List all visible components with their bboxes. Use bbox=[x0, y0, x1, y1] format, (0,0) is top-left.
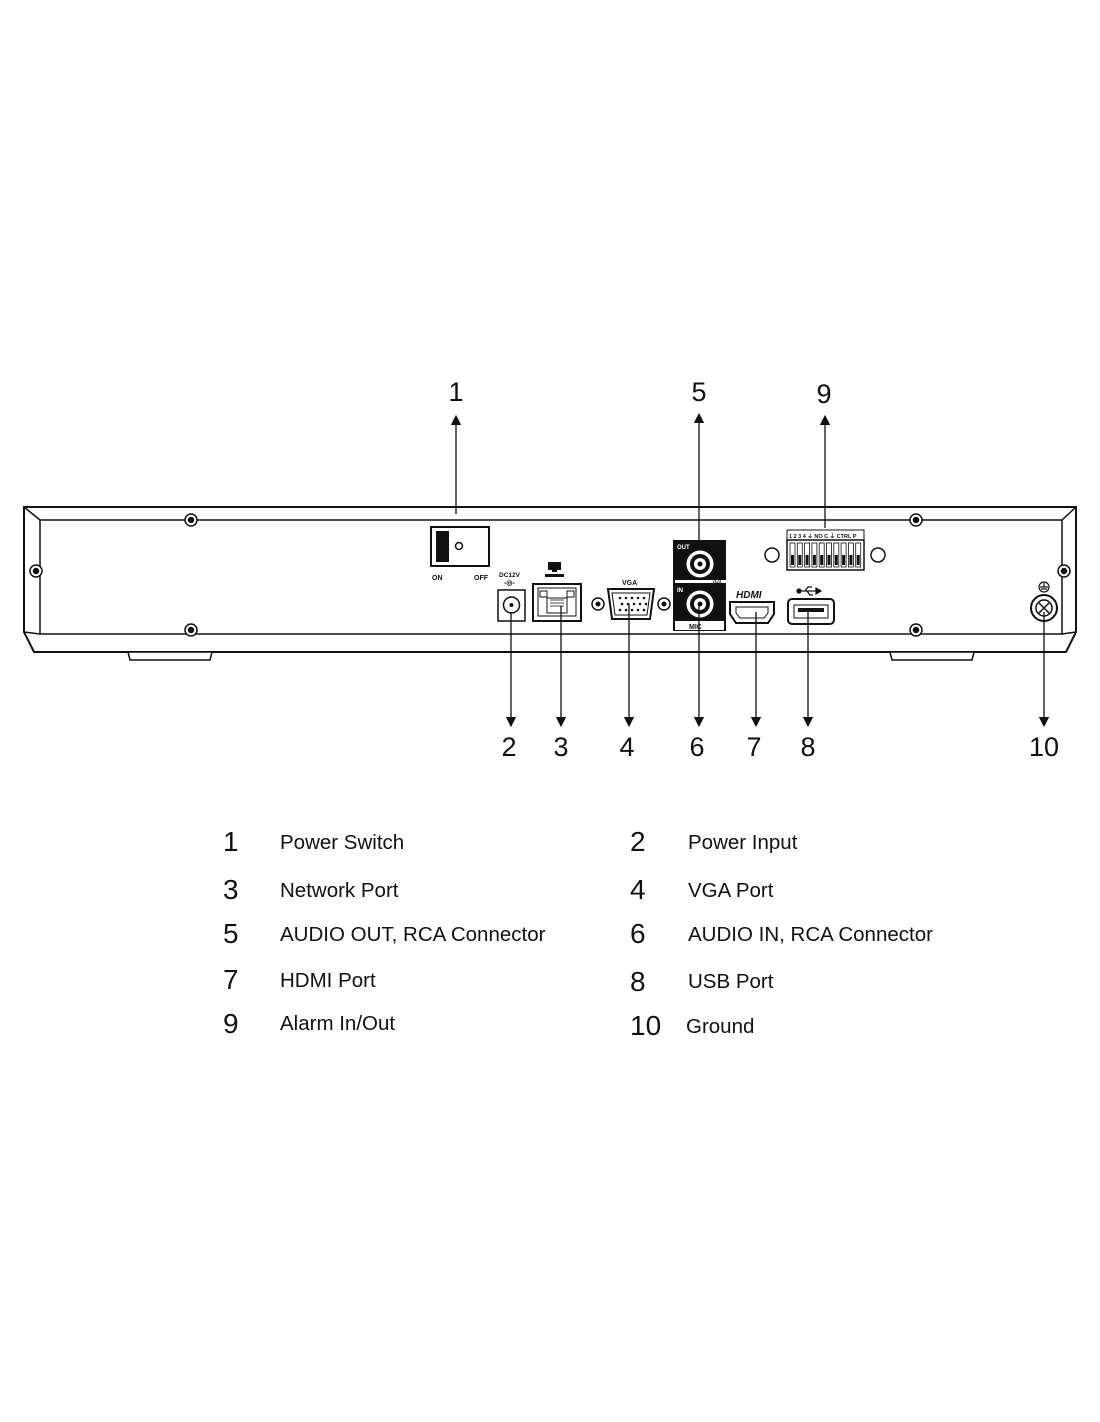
network-icon bbox=[545, 562, 564, 577]
alarm-pin-slot bbox=[820, 555, 824, 565]
screw-icon bbox=[29, 564, 43, 578]
svg-text:((•)): ((•)) bbox=[713, 580, 722, 586]
callout-7: 7 bbox=[746, 732, 761, 762]
callout-9: 9 bbox=[816, 379, 831, 409]
legend-label-5: AUDIO OUT, RCA Connector bbox=[280, 923, 546, 946]
usb-port bbox=[787, 586, 835, 625]
screw-icon bbox=[909, 513, 923, 527]
legend-num-10: 10 bbox=[630, 1010, 662, 1041]
legend-label-9: Alarm In/Out bbox=[280, 1012, 396, 1035]
alarm-pin-slot bbox=[791, 555, 794, 565]
power-switch: ON OFF bbox=[430, 526, 490, 582]
callout-5: 5 bbox=[691, 377, 706, 407]
usb-icon bbox=[796, 586, 823, 596]
dc-label: DC12V bbox=[499, 572, 521, 579]
audio-in-label: IN bbox=[677, 588, 683, 594]
screw-icon bbox=[184, 623, 198, 637]
alarm-pin-slot bbox=[856, 555, 860, 565]
alarm-pins bbox=[789, 542, 862, 568]
svg-text:-◎-: -◎- bbox=[504, 580, 515, 587]
alarm-pin-slot bbox=[834, 555, 838, 565]
callout-6: 6 bbox=[689, 732, 704, 762]
screw-icon bbox=[184, 513, 198, 527]
switch-off-label: OFF bbox=[474, 575, 489, 582]
network-port bbox=[532, 562, 582, 622]
legend-num-3: 3 bbox=[223, 874, 239, 905]
legend-label-3: Network Port bbox=[280, 879, 399, 902]
legend-num-4: 4 bbox=[630, 874, 646, 905]
legend-label-10: Ground bbox=[686, 1015, 755, 1038]
audio-block: OUT ((•)) IN MIC bbox=[673, 540, 728, 631]
legend-num-7: 7 bbox=[223, 964, 239, 995]
legend-label-2: Power Input bbox=[688, 831, 798, 854]
alarm-pin-slot bbox=[798, 555, 802, 565]
alarm-pin-slot bbox=[812, 555, 816, 565]
legend-num-5: 5 bbox=[223, 918, 239, 949]
vga-port: VGA bbox=[591, 580, 671, 620]
hdmi-port: HDMI bbox=[729, 590, 775, 624]
alarm-pin-slot bbox=[849, 555, 853, 565]
switch-on-label: ON bbox=[432, 575, 443, 582]
callout-4: 4 bbox=[619, 732, 634, 762]
audio-out-label: OUT bbox=[677, 545, 690, 551]
alarm-pin-slot bbox=[805, 555, 809, 565]
alarm-label: 1 2 3 4 ⏚ NO C ⏚ CTRL P bbox=[789, 533, 857, 540]
screw-icon bbox=[1057, 564, 1071, 578]
alarm-pin-slot bbox=[842, 555, 846, 565]
audio-out-connector bbox=[685, 549, 715, 579]
callout-2: 2 bbox=[501, 732, 516, 762]
callout-8: 8 bbox=[800, 732, 815, 762]
vga-label: VGA bbox=[622, 580, 637, 587]
audio-in-connector bbox=[685, 589, 715, 619]
legend-num-6: 6 bbox=[630, 918, 646, 949]
legend-num-8: 8 bbox=[630, 966, 646, 997]
callout-1: 1 bbox=[448, 377, 463, 407]
callout-numbers: 1 2 3 4 5 6 7 8 9 10 bbox=[448, 377, 1059, 762]
callout-10: 10 bbox=[1029, 732, 1059, 762]
alarm-terminal: 1 2 3 4 ⏚ NO C ⏚ CTRL P bbox=[764, 529, 886, 571]
legend-label-1: Power Switch bbox=[280, 831, 405, 854]
legend-num-2: 2 bbox=[630, 826, 646, 857]
hdmi-label: HDMI bbox=[736, 590, 762, 601]
legend-label-7: HDMI Port bbox=[280, 969, 376, 992]
legend-label-8: USB Port bbox=[688, 970, 774, 993]
screw-icon bbox=[909, 623, 923, 637]
screw-icons bbox=[29, 513, 1071, 637]
alarm-pin-slot bbox=[827, 555, 831, 565]
legend-label-6: AUDIO IN, RCA Connector bbox=[688, 923, 933, 946]
mic-label: MIC bbox=[689, 624, 702, 631]
ground-icon bbox=[1038, 581, 1050, 593]
legend-label-4: VGA Port bbox=[688, 879, 774, 902]
legend-num-9: 9 bbox=[223, 1008, 239, 1039]
callout-3: 3 bbox=[553, 732, 568, 762]
legend-num-1: 1 bbox=[223, 826, 239, 857]
leader-lines bbox=[450, 412, 1050, 728]
chassis-feet bbox=[127, 651, 975, 661]
